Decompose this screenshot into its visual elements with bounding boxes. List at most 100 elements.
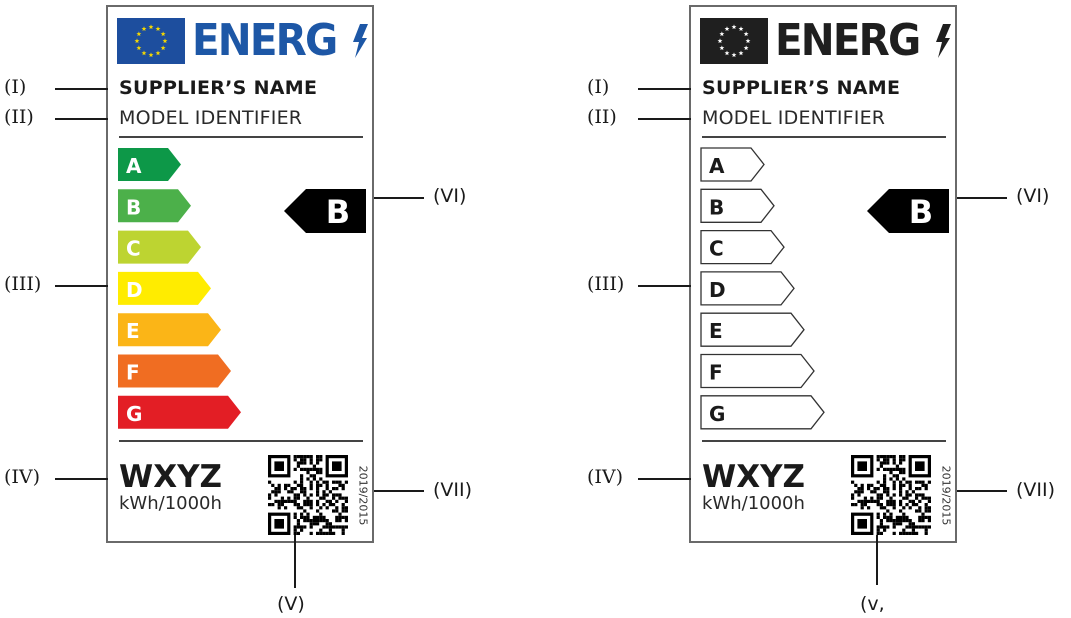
qr-module	[306, 512, 310, 516]
flag-star	[738, 50, 744, 56]
qr-module	[911, 525, 915, 529]
regulation-number: 2019/2015	[937, 459, 953, 537]
callout-IV: (IV)	[4, 466, 41, 488]
qr-module	[883, 474, 887, 478]
flag-star	[155, 26, 161, 31]
qr-module	[344, 499, 348, 503]
callout-VII: (VII)	[1016, 479, 1056, 501]
qr-module	[309, 525, 313, 529]
callout-line	[55, 88, 108, 90]
energy-label-monochrome: ENERG SUPPLIER’S NAME MODEL IDENTIFIER A…	[689, 5, 957, 543]
qr-module	[908, 506, 912, 510]
qr-module	[895, 464, 899, 468]
qr-module	[300, 461, 304, 465]
qr-module	[303, 503, 307, 507]
qr-module	[300, 455, 304, 459]
qr-module	[883, 506, 887, 510]
energy-class-arrow	[118, 230, 201, 264]
qr-module	[293, 458, 297, 462]
qr-module	[309, 506, 313, 510]
energy-class-F: F	[118, 354, 231, 388]
callout-line	[638, 285, 691, 287]
qr-module	[892, 519, 896, 523]
energy-class-arrow	[700, 271, 795, 306]
energy-class-B: B	[700, 188, 775, 223]
qr-module	[300, 474, 304, 478]
qr-module	[277, 506, 281, 510]
qr-module	[902, 455, 906, 459]
qr-module	[876, 499, 880, 503]
energy-class-B: B	[118, 189, 191, 223]
qr-module	[876, 531, 880, 535]
qr-module	[309, 455, 313, 459]
qr-module	[921, 493, 925, 497]
qr-module	[927, 480, 931, 484]
qr-module	[338, 480, 342, 484]
callout-VII: (VII)	[433, 479, 473, 501]
rating-arrow: B	[284, 189, 366, 233]
qr-module	[338, 496, 342, 500]
qr-module	[309, 493, 313, 497]
energy-class-C: C	[700, 229, 785, 265]
qr-module	[309, 499, 313, 503]
qr-module	[319, 471, 323, 475]
qr-module	[296, 525, 300, 529]
qr-module	[883, 467, 887, 471]
qr-module	[873, 499, 877, 503]
energy-class-F: F	[700, 353, 815, 389]
qr-module	[274, 499, 278, 503]
qr-module	[892, 506, 896, 510]
qr-module	[921, 525, 925, 529]
qr-module	[338, 519, 342, 523]
callout-VI: (VI)	[1016, 185, 1050, 207]
qr-module	[296, 455, 300, 459]
qr-module	[303, 455, 307, 459]
qr-module	[332, 487, 336, 491]
flag-star	[719, 45, 725, 51]
qr-module	[889, 499, 893, 503]
qr-module	[328, 490, 332, 494]
qr-module	[303, 461, 307, 465]
qr-module	[335, 509, 339, 513]
qr-module	[879, 461, 883, 465]
qr-module	[296, 519, 300, 523]
qr-module	[927, 525, 931, 529]
qr-module	[312, 464, 316, 468]
qr-module	[911, 490, 915, 494]
qr-module	[911, 499, 915, 503]
qr-module	[332, 531, 336, 535]
divider	[702, 136, 946, 138]
qr-module	[863, 503, 867, 507]
qr-module	[335, 506, 339, 510]
energy-class-arrow	[700, 312, 805, 347]
qr-module	[886, 467, 890, 471]
qr-module	[915, 509, 919, 513]
energy-class-arrow	[700, 229, 785, 265]
qr-module	[921, 483, 925, 487]
callout-V: (V)	[277, 593, 305, 615]
qr-module	[927, 515, 931, 519]
qr-module	[899, 471, 903, 475]
qr-module	[268, 496, 272, 500]
qr-module	[883, 528, 887, 532]
qr-module	[341, 503, 345, 507]
qr-module	[316, 509, 320, 513]
qr-module	[335, 525, 339, 529]
qr-module	[325, 531, 329, 535]
qr-module	[319, 458, 323, 462]
qr-module	[319, 512, 323, 516]
flag-star	[141, 50, 147, 56]
qr-module	[316, 519, 320, 523]
qr-module	[341, 509, 345, 513]
qr-module	[915, 525, 919, 529]
qr-module	[332, 503, 336, 507]
qr-module	[280, 499, 284, 503]
regulation-text: 2019/2015	[939, 465, 953, 526]
lightning-bolt-icon	[936, 24, 951, 58]
qr-module	[293, 455, 297, 459]
qr-module	[905, 480, 909, 484]
energy-class-letter: A	[709, 154, 725, 178]
qr-module	[309, 458, 313, 462]
